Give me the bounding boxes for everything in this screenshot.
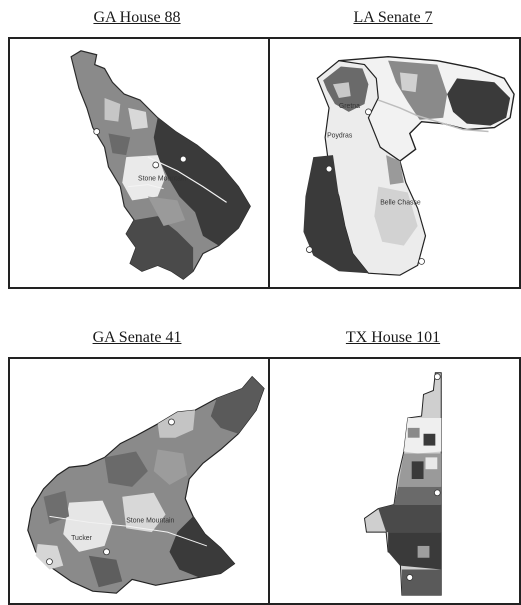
- highway-marker: [306, 246, 313, 253]
- dark-region: [303, 155, 369, 274]
- district-map-ga-house-88: Stone Mountain: [70, 50, 251, 280]
- place-label: Gretna: [339, 103, 360, 110]
- place-label: Poydras: [327, 132, 353, 139]
- district-map-la-senate-7: Gretna Belle Chasse Poydras: [303, 56, 515, 276]
- light-region: [425, 457, 438, 470]
- road: [147, 156, 227, 203]
- district-map-ga-senate-41: Tucker Stone Mountain: [27, 375, 265, 594]
- mid-region: [147, 196, 186, 226]
- dark-region: [153, 117, 251, 246]
- mid-region: [153, 449, 188, 485]
- highway-marker: [365, 108, 372, 116]
- highway-marker: [93, 128, 101, 135]
- map-panel-la-senate-7: Gretna Belle Chasse Poydras: [268, 37, 521, 289]
- dark-region: [378, 504, 442, 533]
- mid-region: [88, 555, 123, 588]
- light-region: [157, 410, 196, 438]
- light-region: [104, 98, 121, 122]
- mid-region: [386, 155, 404, 185]
- highway-marker: [406, 574, 414, 581]
- highway-marker: [433, 373, 441, 381]
- dark-region: [210, 376, 264, 434]
- light-region: [417, 545, 430, 558]
- highway-marker: [103, 548, 110, 556]
- map-panel-ga-house-88: Stone Mountain: [8, 37, 270, 289]
- map-title-la-senate-7: LA Senate 7: [353, 9, 433, 26]
- light-region: [399, 72, 418, 93]
- highway-marker: [46, 558, 53, 566]
- mid-region: [401, 569, 442, 596]
- place-label: Tucker: [71, 535, 92, 542]
- map-title-ga-house-88: GA House 88: [93, 9, 181, 26]
- map-panel-tx-house-101: [268, 357, 521, 605]
- highway-marker: [325, 165, 333, 173]
- road: [128, 184, 164, 190]
- light-region: [35, 543, 64, 570]
- light-region: [63, 500, 113, 552]
- river: [378, 99, 489, 133]
- mid-region: [108, 133, 131, 156]
- mid-region: [394, 486, 442, 505]
- dark-region: [126, 216, 194, 280]
- place-label: Belle Chasse: [380, 199, 421, 206]
- highway-marker: [168, 418, 175, 426]
- district-map-tx-house-101: [363, 372, 442, 596]
- dark-region: [411, 461, 424, 480]
- mid-region: [407, 427, 420, 438]
- highway-marker: [179, 155, 187, 163]
- map-title-tx-house-101: TX House 101: [345, 329, 441, 346]
- map-title-ga-senate-41: GA Senate 41: [92, 329, 182, 346]
- light-region: [128, 107, 148, 130]
- highway-marker: [152, 161, 160, 169]
- road: [49, 515, 208, 547]
- place-label: Stone Mountain: [138, 176, 186, 183]
- mid-region: [43, 490, 70, 525]
- light-region: [374, 186, 418, 246]
- dark-region: [447, 78, 511, 126]
- highway-marker: [433, 489, 441, 497]
- dark-region: [423, 433, 436, 446]
- dark-region: [388, 532, 442, 570]
- light-region: [122, 492, 166, 533]
- place-label: Stone Mountain: [126, 517, 174, 524]
- light-region: [332, 82, 351, 99]
- mid-region: [104, 451, 148, 487]
- dark-region: [169, 516, 235, 578]
- map-panel-ga-senate-41: Tucker Stone Mountain: [8, 357, 270, 605]
- highway-marker: [418, 258, 425, 265]
